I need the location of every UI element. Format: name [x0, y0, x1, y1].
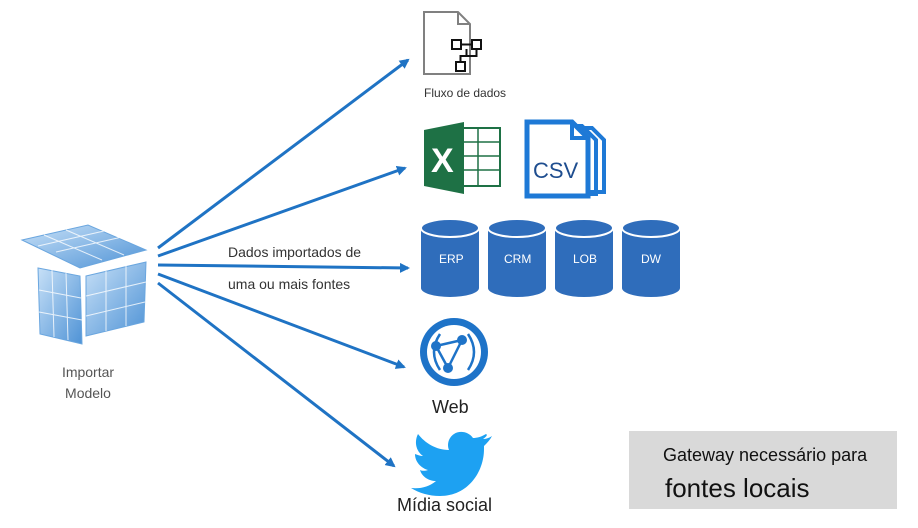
dataflow-icon	[423, 11, 482, 75]
model-label: Importar Modelo	[48, 362, 128, 404]
twitter-bird-icon	[411, 431, 492, 496]
database-label-lob: LOB	[573, 252, 597, 266]
arrows	[157, 58, 410, 468]
gateway-note-line2: fontes locais	[665, 473, 810, 503]
model-label-line1: Importar	[61, 364, 115, 380]
database-dw-icon: DW	[621, 218, 681, 297]
model-cube-icon	[20, 224, 148, 345]
model-label-line2: Modelo	[65, 385, 111, 401]
arrow-dataflow	[157, 58, 410, 250]
web-globe-icon	[420, 318, 488, 386]
database-label-dw: DW	[641, 252, 662, 266]
gateway-note-line1: Gateway necessário para	[663, 445, 868, 465]
database-lob-icon: LOB	[554, 218, 614, 297]
excel-icon: X	[424, 122, 501, 194]
dataflow-label: Fluxo de dados	[424, 86, 507, 100]
web-label: Web	[432, 397, 469, 417]
database-label-crm: CRM	[504, 252, 531, 266]
database-label-erp: ERP	[439, 252, 464, 266]
database-icons: ERP CRM LOB DW	[420, 218, 681, 297]
social-label: Mídia social	[397, 495, 493, 515]
csv-label: CSV	[533, 158, 579, 183]
arrow-files	[157, 165, 407, 258]
gateway-note: Gateway necessário para fontes locais	[629, 431, 897, 509]
excel-letter: X	[431, 142, 454, 180]
arrow-social	[157, 281, 396, 468]
connector-label-line1: Dados importados de	[228, 244, 362, 260]
arrow-databases	[157, 262, 410, 273]
database-erp-icon: ERP	[420, 218, 480, 297]
csv-icon: CSV	[524, 119, 606, 199]
database-crm-icon: CRM	[487, 218, 547, 297]
arrow-web	[157, 272, 406, 369]
connector-label-line2: uma ou mais fontes	[228, 276, 351, 292]
